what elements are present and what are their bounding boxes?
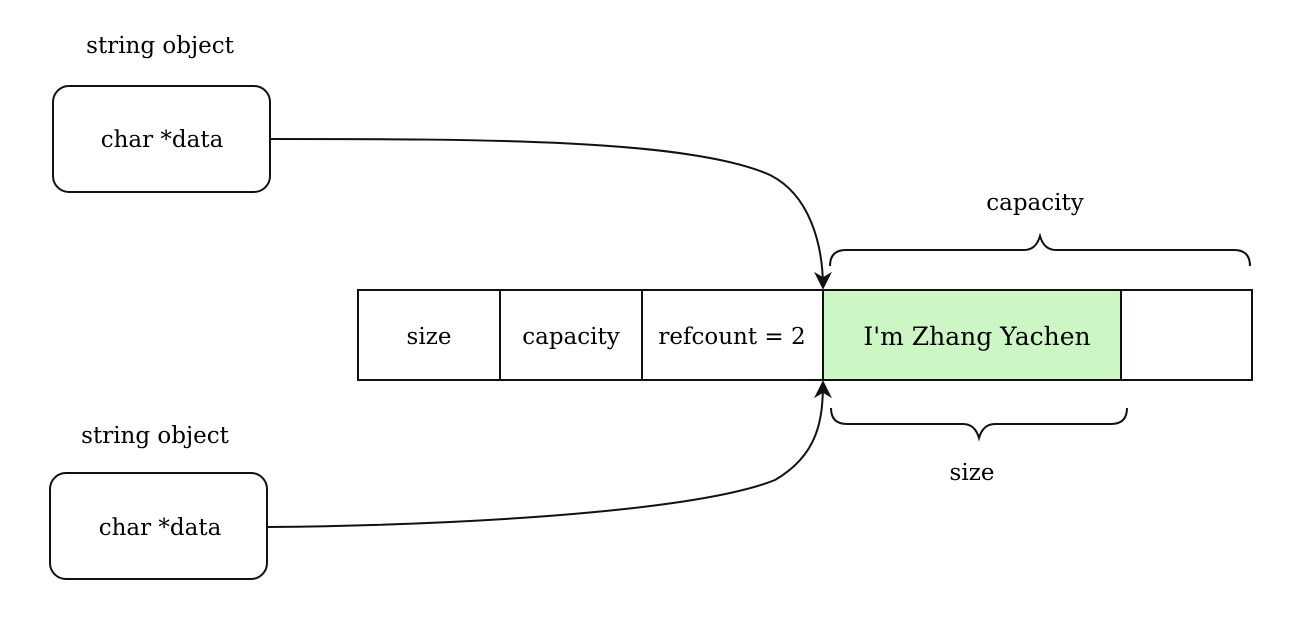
capacity-brace: capacity [829, 190, 1251, 267]
capacity-brace-shape [829, 232, 1251, 267]
heap-buffer: size capacity refcount = 2 I'm Zhang Yac… [357, 289, 1253, 381]
capacity-brace-label: capacity [986, 190, 1084, 216]
string-object-caption: string object [81, 423, 229, 449]
string-object-caption: string object [86, 33, 234, 59]
pointer-arrow-top [269, 138, 832, 290]
header-cell-size: size [407, 324, 452, 350]
data-pointer-field: char *data [101, 127, 224, 153]
content-text: I'm Zhang Yachen [863, 322, 1090, 351]
size-brace-shape [830, 407, 1128, 442]
header-cell-refcount: refcount = 2 [658, 324, 805, 350]
data-pointer-field: char *data [99, 515, 222, 541]
string-object-top: string object char *data [52, 33, 271, 193]
size-brace: size [830, 407, 1128, 486]
size-brace-label: size [950, 460, 995, 486]
string-object-bottom: string object char *data [49, 423, 268, 580]
buffer-frame [357, 289, 1253, 381]
header-cell-capacity: capacity [522, 324, 620, 350]
content-cell [823, 290, 1121, 380]
pointer-arrow-bottom [266, 380, 832, 528]
